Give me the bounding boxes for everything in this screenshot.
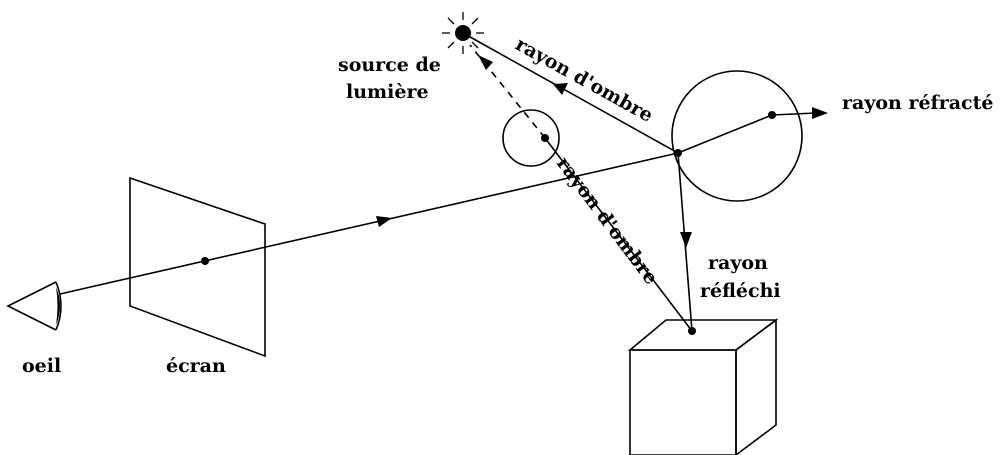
eye-pupil [56,287,60,325]
shadow-ray-diagonal [544,137,693,332]
refracted-ray-inside [677,114,773,154]
screen-pixel-point [201,257,209,265]
shadow-ray-top-label: rayon d'ombre [512,33,657,127]
blocked-shadow-ray-arrowhead [478,55,493,70]
reflected-ray-arrowhead [680,232,692,248]
eye-lid-curve [55,281,62,331]
refracted-ray-arrowhead [812,107,828,119]
shadow-ray-diagonal-label: rayon d'ombre [552,153,662,289]
cube-side-face [735,318,777,455]
eye [6,281,62,331]
light-rays [442,12,484,54]
blocked-shadow-ray [469,44,546,139]
cube [627,318,779,455]
shadow-ray-top [462,32,679,154]
light-bulb [455,25,471,41]
reflected-ray-label-line1: rayon [708,252,768,274]
small-occluder-sphere [502,109,560,167]
screen-plane [129,176,266,358]
reflected-ray-label-line2: réfléchi [700,280,781,302]
eye-outline [6,281,57,331]
screen-label: écran [166,355,226,377]
light-source-label-line1: source de [338,54,441,76]
light-source-label-line2: lumière [346,81,429,103]
eye-label: oeil [22,355,61,377]
refracted-ray-label: rayon réfracté [842,92,994,114]
cube-top-face [627,319,779,351]
refracted-ray-outside [771,112,817,116]
shadow-ray-top-arrowhead [553,83,568,95]
primary-ray-arrowhead [376,216,392,227]
cube-front-face [629,349,737,455]
large-sphere [671,70,803,202]
light-source [442,12,484,54]
